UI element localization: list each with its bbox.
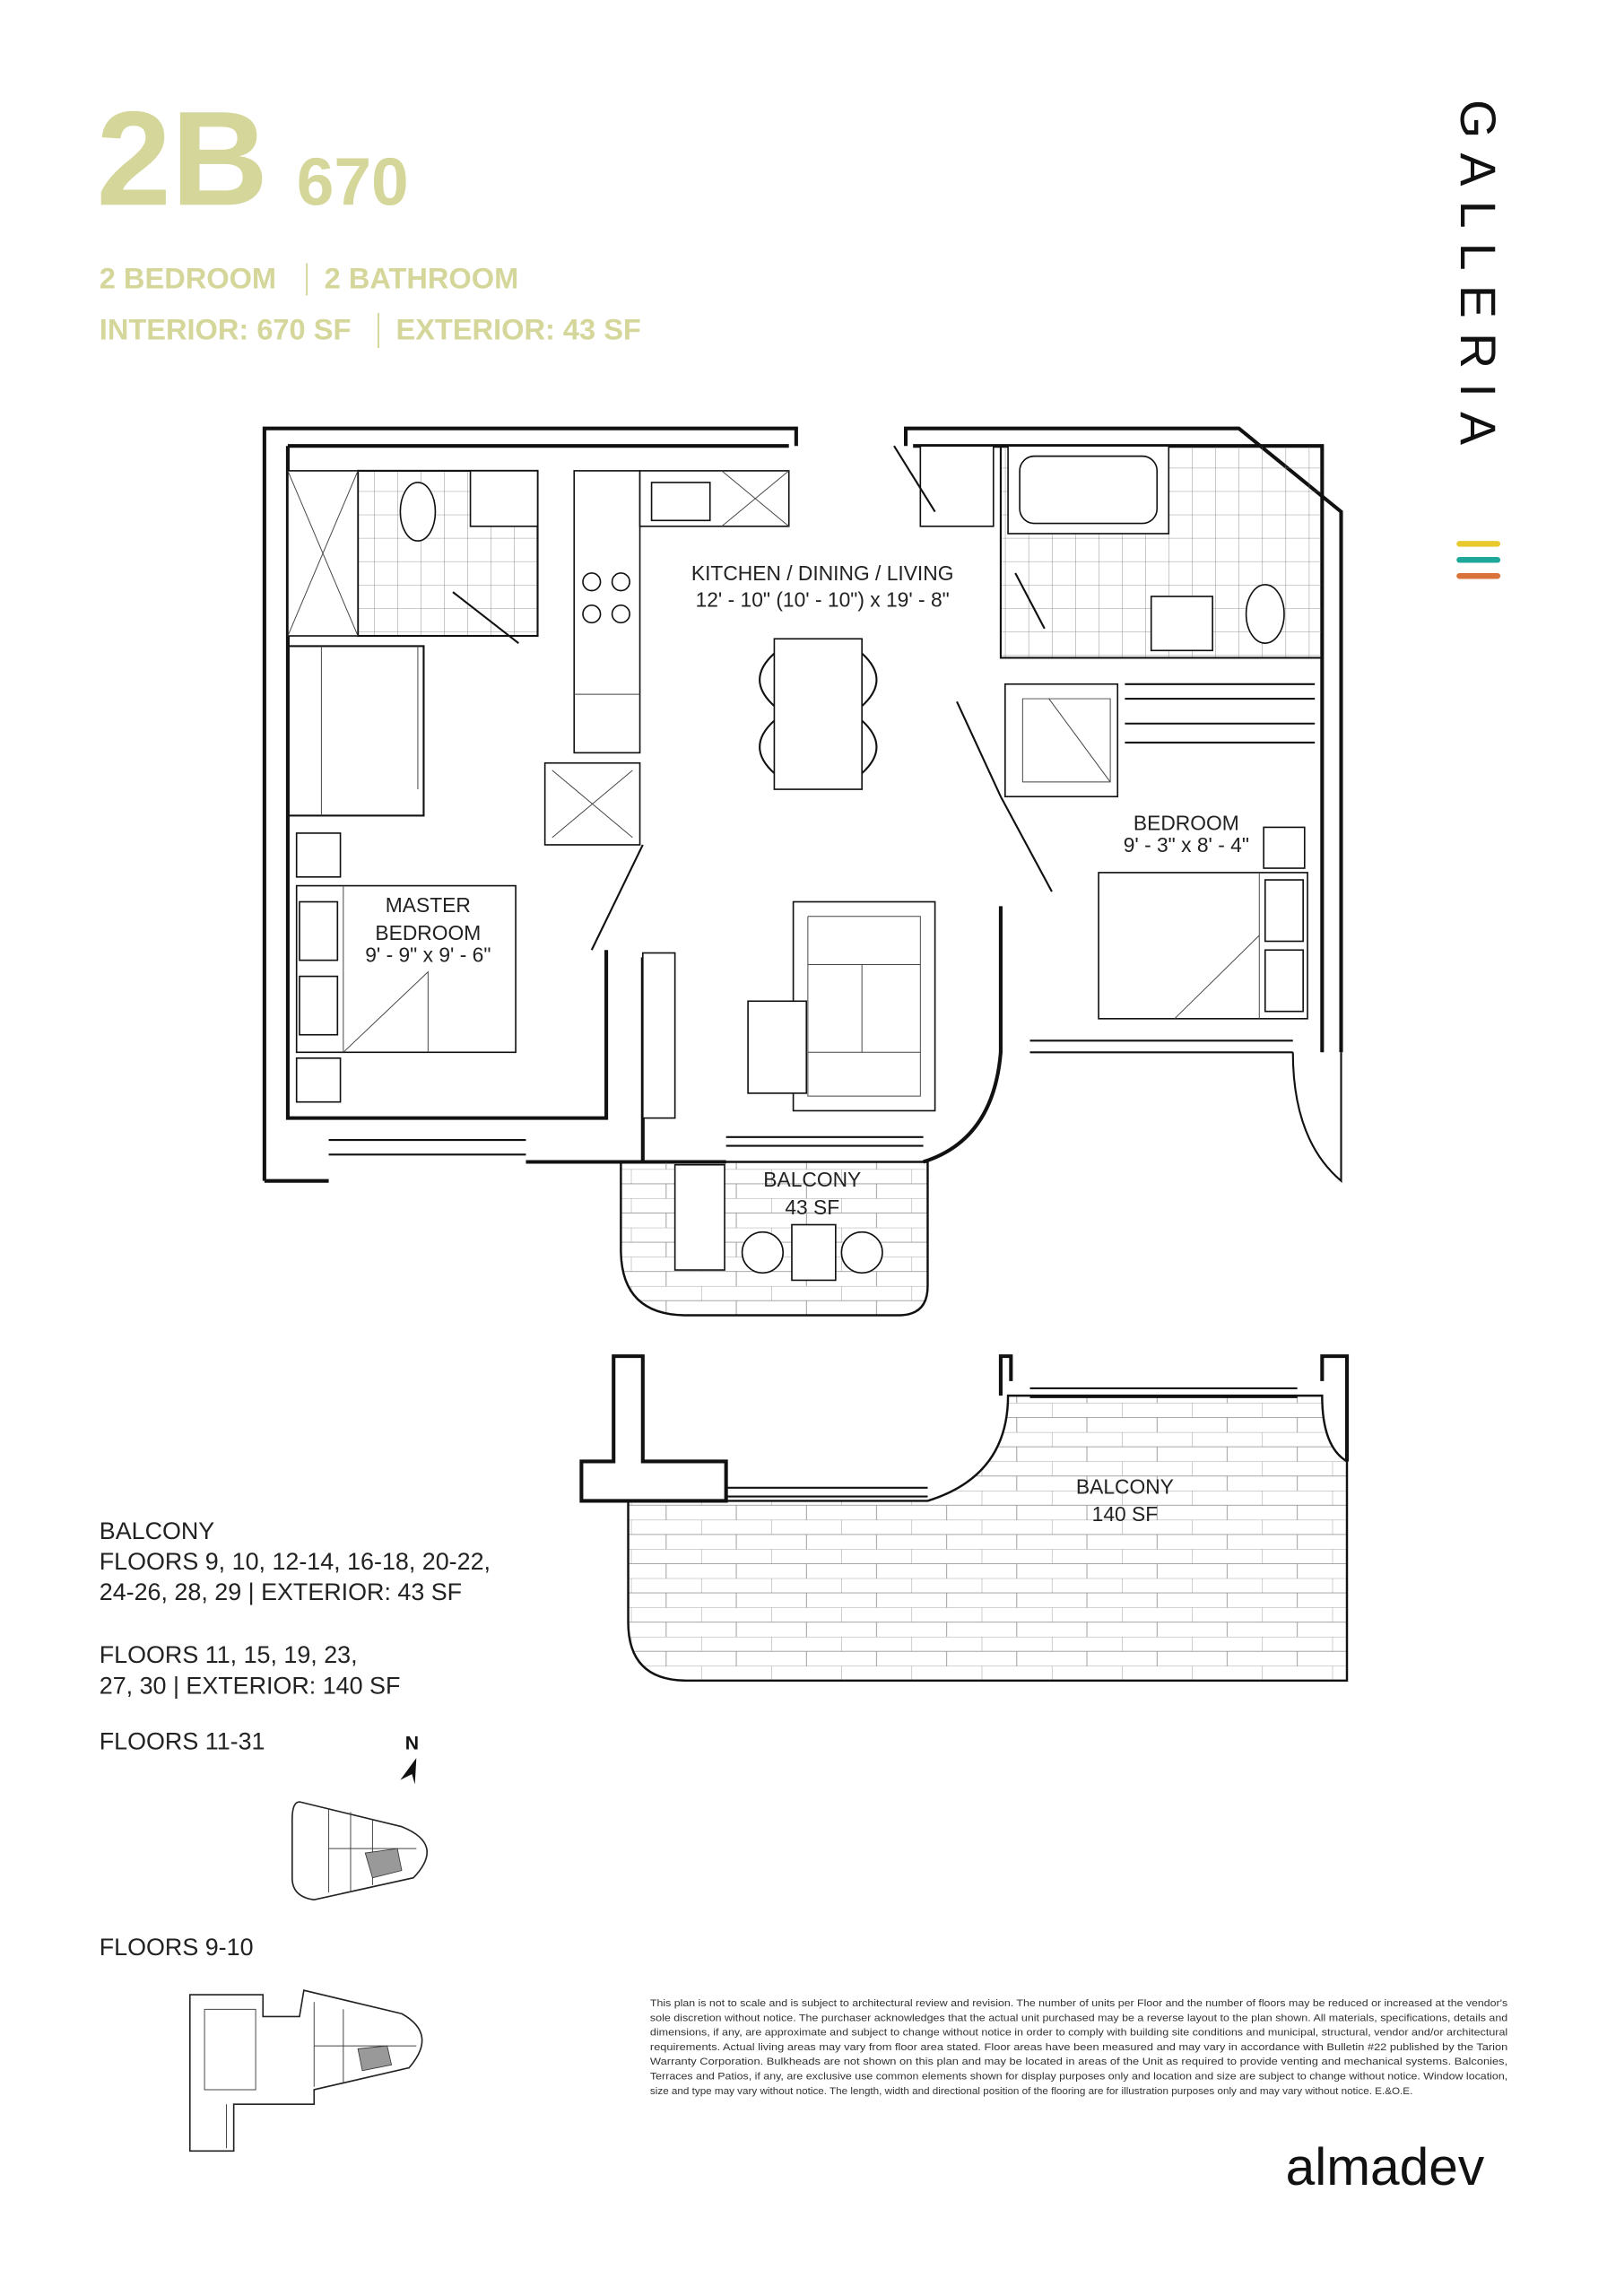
balcony-large-area: 140 SF [1092,1502,1159,1526]
disclaimer-line: size and type may vary without notice. T… [650,2086,1412,2097]
master-bedroom-dims: 9' - 9" x 9' - 6" [365,943,491,966]
sink [1150,596,1213,652]
exterior-area: EXTERIOR: 43 SF [395,313,640,345]
north-label: N [405,1733,419,1753]
disclaimer-line: Terraces and Patios, if any, are exclusi… [650,2072,1507,2083]
disclaimer-line: This plan is not to scale and is subject… [650,1998,1507,2009]
north-arrow: N [400,1733,419,1785]
unit-name: 2B [97,83,269,233]
unit-floor-plan: MASTER BEDROOM 9' - 9" x 9' - 6" KITCHEN… [262,426,1350,1683]
closet [1004,683,1119,798]
disclaimer-line: sole discretion without notice. The purc… [650,2013,1507,2023]
bedroom-count: 2 BEDROOM [100,262,276,294]
balcony-large-label: BALCONY [1076,1474,1174,1498]
balcony-small-label: BALCONY [763,1168,861,1191]
dining-table [773,638,863,790]
keyplan-label-1: FLOORS 11-31 [100,1727,265,1754]
tv-unit [641,952,676,1119]
floors-43sf-line1: FLOORS 9, 10, 12-14, 16-18, 20-22, [100,1548,491,1575]
bathroom-count: 2 BATHROOM [325,262,519,294]
unit-location-highlight [364,1848,403,1879]
balcony-notes: BALCONY FLOORS 9, 10, 12-14, 16-18, 20-2… [100,1518,491,1961]
disclaimer: This plan is not to scale and is subject… [650,1998,1507,2097]
balcony-small-area: 43 SF [785,1196,839,1219]
almadev-logo: almadev [1286,2138,1485,2196]
north-arrow-icon [400,1758,417,1785]
unit-location-highlight [357,2045,393,2072]
sofa [792,900,936,1112]
teal-stripe [1456,557,1501,563]
disclaimer-line: requirements. Actual living areas may va… [650,2042,1507,2053]
floors-140sf-line1: FLOORS 11, 15, 19, 23, [100,1641,358,1668]
sink [469,470,539,527]
balcony-table [791,1223,837,1282]
bedroom-dims: 9' - 3" x 8' - 4" [1124,833,1249,857]
orange-stripe [1456,572,1501,579]
galleria-logo: GALLERIA [1450,100,1506,579]
toilet [399,482,437,542]
keyplan-floors-9-10 [188,1989,423,2152]
coffee-table [747,1000,808,1094]
brand-name: GALLERIA [1450,100,1506,459]
yellow-stripe [1456,541,1501,547]
disclaimer-line: dimensions, if any, are approximate and … [650,2028,1507,2039]
master-bedroom-label-2: BEDROOM [375,921,481,944]
master-bedroom-label: MASTER [386,893,471,917]
linen-closet [919,445,995,527]
closet [286,645,425,817]
kitchen-dims: 12' - 10" (10' - 10") x 19' - 8" [696,587,950,611]
interior-area: INTERIOR: 670 SF [100,313,352,345]
balcony-140sf [627,1394,1349,1683]
floors-43sf-line2: 24-26, 28, 29 | EXTERIOR: 43 SF [100,1578,462,1605]
floors-140sf-line2: 27, 30 | EXTERIOR: 140 SF [100,1672,401,1699]
planter [673,1163,725,1271]
header: 2B 670 2 BEDROOM 2 BATHROOM INTERIOR: 67… [97,83,641,349]
bedroom-label: BEDROOM [1134,812,1239,835]
disclaimer-line: Warranty Corporation. Bulkheads are not … [650,2057,1507,2067]
balcony-notes-title: BALCONY [100,1518,215,1544]
toilet [1245,584,1285,644]
unit-area: 670 [297,144,409,219]
kitchen-label: KITCHEN / DINING / LIVING [691,561,954,585]
keyplan-label-2: FLOORS 9-10 [100,1934,254,1961]
keyplan-floors-11-31 [291,1801,428,1900]
